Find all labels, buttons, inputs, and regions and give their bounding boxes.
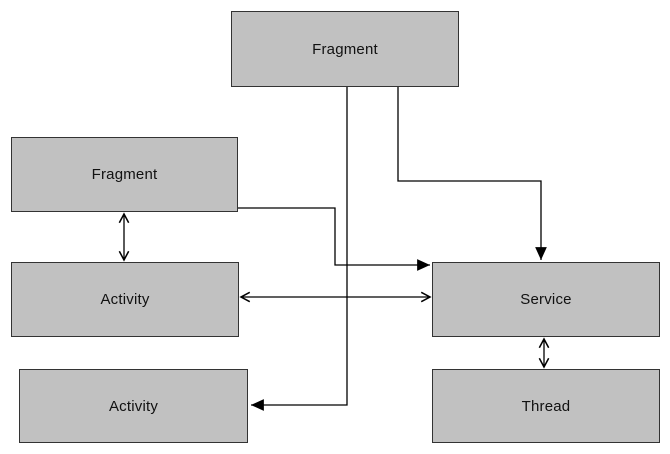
node-activity-bottom: Activity bbox=[19, 369, 248, 443]
node-service: Service bbox=[432, 262, 660, 337]
node-label: Service bbox=[520, 291, 572, 308]
node-label: Thread bbox=[521, 397, 571, 415]
node-label: Activity bbox=[100, 291, 150, 308]
node-thread: Thread bbox=[432, 369, 660, 443]
node-label: Fragment bbox=[91, 166, 158, 183]
node-label: Activity bbox=[108, 397, 159, 415]
connector-fragment-left-service bbox=[238, 207, 430, 271]
node-fragment-left: Fragment bbox=[11, 137, 238, 212]
connector-fragment-top-activity-bottom bbox=[251, 87, 348, 411]
connector-fragment-top-service bbox=[397, 87, 547, 260]
node-fragment-top: Fragment bbox=[231, 11, 459, 87]
node-activity-middle: Activity bbox=[11, 262, 239, 337]
node-label: Fragment bbox=[312, 40, 378, 58]
